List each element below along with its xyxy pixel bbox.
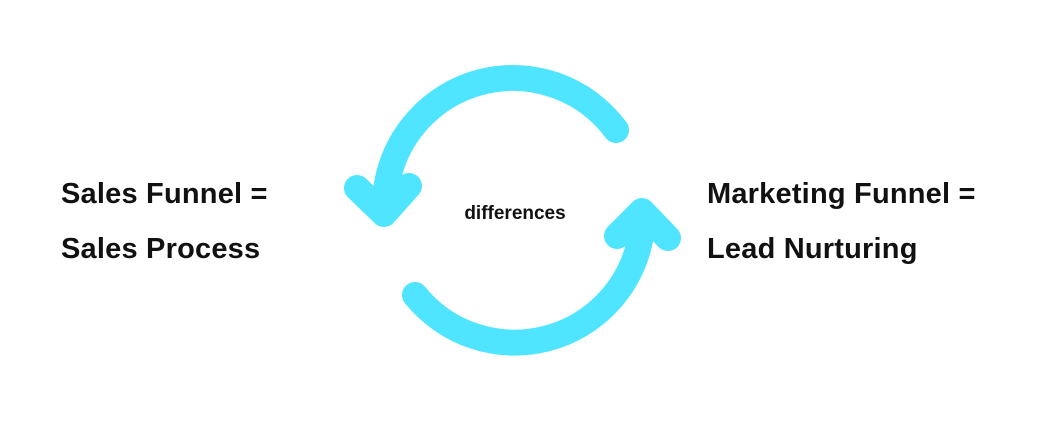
sales-funnel-label: Sales Funnel = Sales Process [61, 167, 268, 277]
top-arrowhead [344, 173, 422, 227]
sales-funnel-line2: Sales Process [61, 233, 261, 265]
bottom-arc [402, 222, 654, 356]
sales-funnel-line1: Sales Funnel = [61, 178, 268, 210]
bottom-arc-arrow-icon [402, 198, 681, 356]
marketing-funnel-line2: Lead Nurturing [707, 233, 918, 265]
differences-label: differences [464, 203, 566, 224]
marketing-funnel-line1: Marketing Funnel = [707, 178, 976, 210]
top-arc-arrow-icon [344, 64, 629, 227]
bottom-arrowhead [604, 198, 681, 251]
top-arc [373, 64, 629, 203]
marketing-funnel-label: Marketing Funnel = Lead Nurturing [707, 167, 976, 277]
